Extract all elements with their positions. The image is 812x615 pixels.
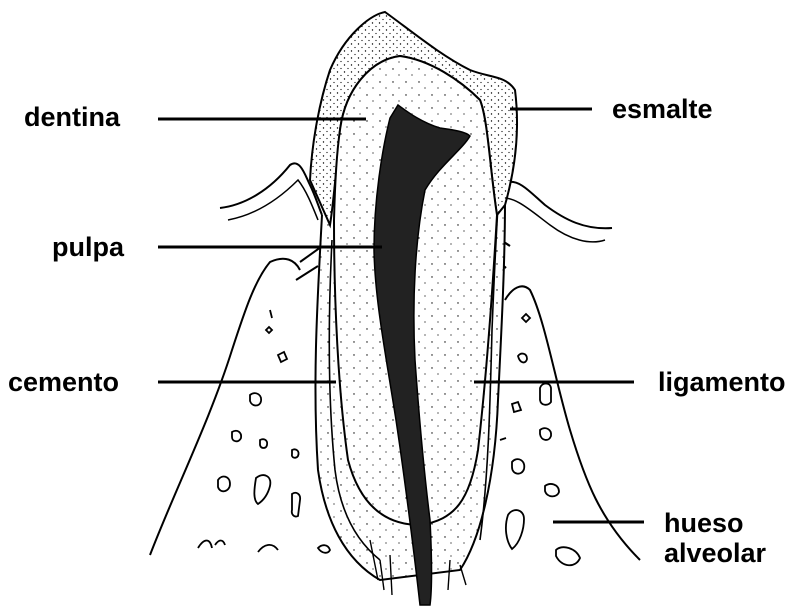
bone-trabeculae-right [500, 314, 580, 565]
label-esmalte: esmalte [612, 94, 713, 124]
bone-trabeculae-left [198, 310, 330, 553]
gingiva-right-inner [500, 198, 605, 242]
alveolar-bone-left [150, 259, 300, 555]
label-ligamento: ligamento [658, 367, 786, 397]
alveolar-bone-right [505, 286, 640, 560]
label-hueso-line2: alveolar [664, 538, 766, 568]
label-pulpa: pulpa [52, 232, 124, 262]
label-hueso-line1: hueso [664, 508, 766, 538]
gingiva-left [220, 163, 322, 215]
label-cemento: cemento [8, 367, 119, 397]
gingiva-left-inner [228, 180, 318, 220]
label-dentina: dentina [24, 102, 120, 132]
label-hueso-alveolar: hueso alveolar [664, 508, 766, 568]
